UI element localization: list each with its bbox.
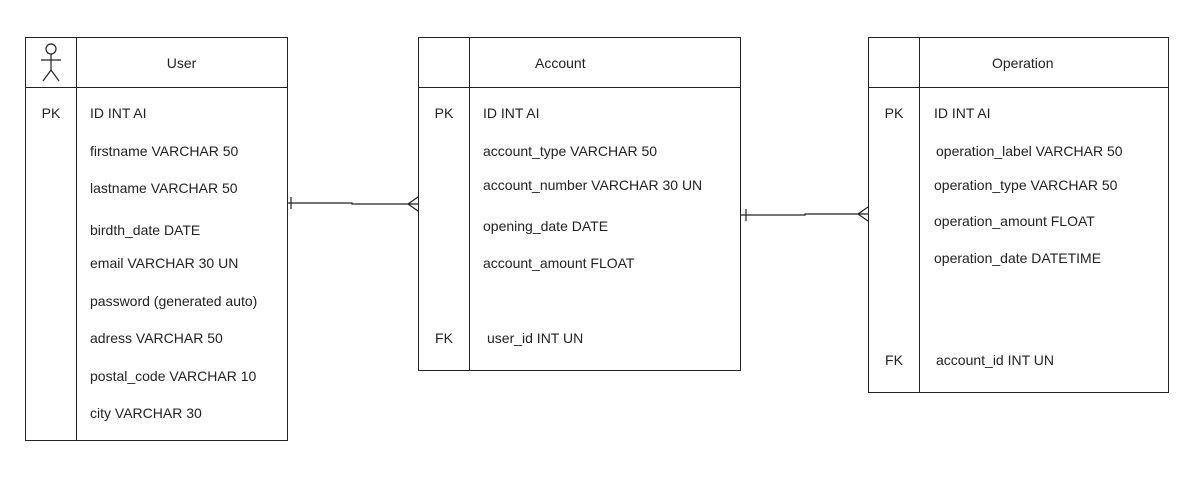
operation-field-operation-label: operation_label VARCHAR 50 bbox=[936, 143, 1123, 159]
operation-field-operation-date: operation_date DATETIME bbox=[934, 250, 1102, 266]
account-field-opening-date: opening_date DATE bbox=[483, 218, 609, 234]
operation-pk-label: PK bbox=[884, 105, 904, 121]
account-operation-line bbox=[741, 213, 868, 216]
account-field-user-id: user_id INT UN bbox=[487, 330, 584, 346]
account-operation-relation bbox=[741, 206, 869, 222]
actor-icon bbox=[41, 43, 61, 82]
user-account-line bbox=[288, 202, 418, 205]
user-field-birdth-date: birdth_date DATE bbox=[90, 222, 201, 238]
user-field-firstname: firstname VARCHAR 50 bbox=[90, 143, 239, 159]
operation-fk-label: FK bbox=[885, 352, 903, 368]
operation-entity-divider bbox=[919, 38, 920, 392]
user-entity[interactable]: User PK ID INT AI firstname VARCHAR 50 l… bbox=[25, 37, 288, 441]
user-field-city: city VARCHAR 30 bbox=[90, 405, 202, 421]
user-field-postal-code: postal_code VARCHAR 10 bbox=[90, 368, 257, 384]
operation-entity-header bbox=[869, 38, 1168, 88]
operation-field-id: ID INT AI bbox=[934, 105, 991, 121]
user-field-email: email VARCHAR 30 UN bbox=[90, 255, 239, 271]
account-entity-header bbox=[419, 38, 740, 88]
operation-entity[interactable]: Operation PK FK ID INT AI operation_labe… bbox=[868, 37, 1169, 393]
user-entity-title: User bbox=[166, 55, 197, 71]
user-field-lastname: lastname VARCHAR 50 bbox=[90, 180, 238, 196]
operation-entity-title: Operation bbox=[992, 55, 1054, 71]
operation-field-operation-type: operation_type VARCHAR 50 bbox=[934, 177, 1118, 193]
account-fk-label: FK bbox=[435, 330, 453, 346]
account-entity[interactable]: Account PK FK ID INT AI account_type VAR… bbox=[418, 37, 741, 371]
account-field-account-number: account_number VARCHAR 30 UN bbox=[483, 177, 703, 193]
account-operation-crowfoot-lower bbox=[857, 213, 869, 222]
account-field-account-type: account_type VARCHAR 50 bbox=[483, 143, 658, 159]
account-entity-title: Account bbox=[535, 55, 586, 71]
user-account-relation bbox=[288, 196, 419, 212]
operation-field-account-id: account_id INT UN bbox=[936, 352, 1055, 368]
account-entity-divider bbox=[469, 38, 470, 370]
operation-field-operation-amount: operation_amount FLOAT bbox=[934, 213, 1095, 229]
user-entity-divider bbox=[76, 38, 77, 440]
account-field-id: ID INT AI bbox=[483, 105, 540, 121]
account-operation-crowfoot-upper bbox=[857, 206, 869, 215]
user-field-password: password (generated auto) bbox=[90, 293, 258, 309]
user-entity-header bbox=[26, 38, 287, 88]
user-field-id: ID INT AI bbox=[90, 105, 147, 121]
account-pk-label: PK bbox=[434, 105, 454, 121]
account-field-account-amount: account_amount FLOAT bbox=[483, 255, 635, 271]
user-pk-label: PK bbox=[41, 105, 61, 121]
user-account-crowfoot-lower bbox=[407, 203, 419, 212]
user-field-adress: adress VARCHAR 50 bbox=[90, 330, 223, 346]
user-account-crowfoot-upper bbox=[407, 196, 419, 205]
